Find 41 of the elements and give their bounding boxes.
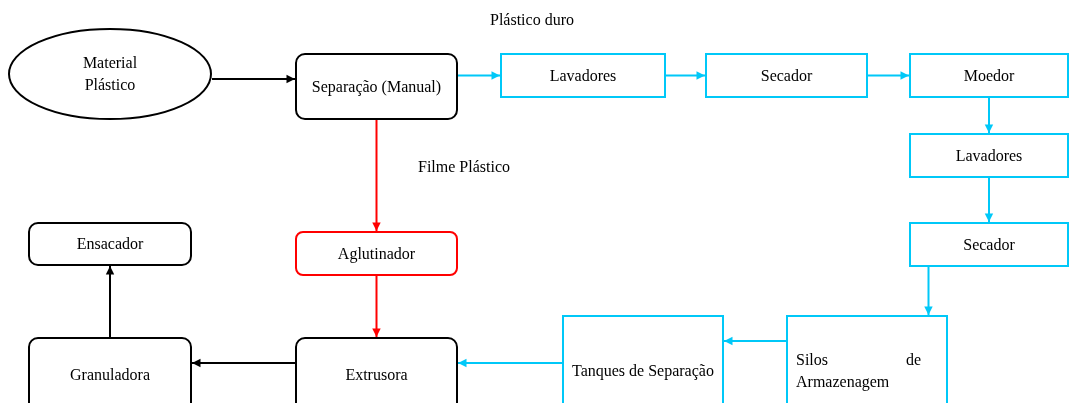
- arrow: [211, 74, 296, 84]
- arrow: [457, 71, 501, 80]
- node-text: Ensacador: [76, 234, 144, 254]
- process-box: [500, 53, 666, 98]
- arrow: [867, 71, 910, 80]
- node-text: Lavadores: [549, 65, 617, 86]
- ellipse-node: [8, 28, 212, 120]
- process-box: [786, 315, 948, 403]
- node-text: Secador: [963, 234, 1015, 255]
- node-text: Extrusora: [345, 365, 408, 385]
- process-box: [28, 222, 192, 266]
- process-box: [562, 315, 724, 403]
- arrow: [191, 358, 296, 368]
- arrow: [665, 71, 706, 80]
- process-box: [28, 337, 192, 403]
- arrow: [372, 119, 381, 232]
- process-box: [295, 53, 458, 120]
- node-text: Moedor: [963, 65, 1015, 86]
- process-box: [909, 53, 1069, 98]
- node-text: Secador: [760, 65, 813, 86]
- node-text: Separação (Manual): [311, 76, 442, 98]
- arrow: [984, 97, 994, 134]
- node-text: Lavadores: [955, 145, 1023, 166]
- node-text: Granuladora: [70, 365, 150, 385]
- node-text: Tanques de Separação: [572, 361, 714, 382]
- node-text: Silos de Armazenagem: [796, 350, 921, 393]
- process-box: [909, 133, 1069, 178]
- arrow: [984, 177, 994, 223]
- arrow: [723, 336, 787, 346]
- process-box: [295, 231, 458, 276]
- arrow: [372, 275, 381, 338]
- arrow: [105, 265, 115, 338]
- node-text: Material Plástico: [81, 53, 139, 95]
- arrow: [924, 266, 933, 316]
- process-box: [295, 337, 458, 403]
- process-box: [909, 222, 1069, 267]
- flow-label: Plástico duro: [490, 10, 574, 30]
- node-text: Aglutinador: [337, 243, 416, 265]
- arrow: [457, 358, 563, 368]
- flow-label: Filme Plástico: [418, 157, 510, 177]
- process-box: [705, 53, 868, 98]
